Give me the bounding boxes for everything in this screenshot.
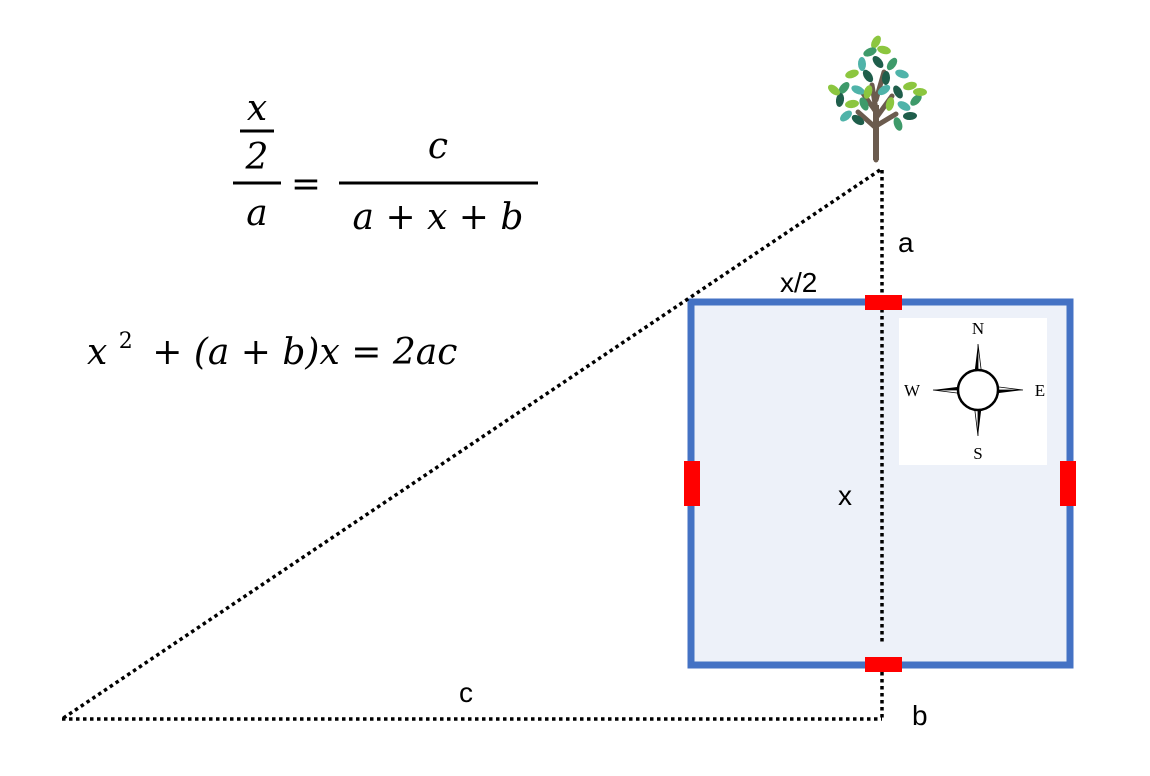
eq1-equals: = <box>291 164 321 205</box>
tree-leaf <box>845 99 859 109</box>
tree-leaf <box>872 56 884 68</box>
eq2-exp: 2 <box>119 329 133 354</box>
compass-rose-icon: N S W E <box>899 318 1047 465</box>
eq2-x: x <box>87 332 107 373</box>
tree-leaf <box>910 94 922 106</box>
svg-text:x 2 + (a + b)x = 2: x 2 + (a + b)x = 2ac <box>87 316 457 373</box>
label-a: a <box>898 227 914 258</box>
tree-leaf <box>893 85 903 99</box>
tree-leaf <box>877 84 891 96</box>
tree-leaf <box>845 69 859 79</box>
tree-leaf <box>897 101 911 111</box>
tree-leaf <box>913 87 927 97</box>
tree-leaf <box>871 35 881 49</box>
tree-leaf <box>851 114 865 126</box>
gates <box>684 295 1076 672</box>
tree-leaf <box>835 93 845 107</box>
eq1-lhs-num-num: x <box>247 88 267 129</box>
tree-icon <box>828 35 927 163</box>
label-c: c <box>459 677 473 708</box>
compass-label-n: N <box>972 319 984 338</box>
eq1-lhs-den: a <box>246 193 267 234</box>
compass-label-e: E <box>1035 381 1045 400</box>
compass-label-w: W <box>904 381 921 400</box>
gate-south <box>865 657 902 672</box>
tree-leaf <box>863 47 877 57</box>
line-tree-to-corner <box>61 168 881 721</box>
eq1-rhs-num: c <box>428 126 448 167</box>
tree-leaf <box>903 111 917 121</box>
label-x-half: x/2 <box>780 267 817 298</box>
tree-leaf <box>886 57 898 71</box>
equation-proportion: x 2 a = c a + x + b <box>233 88 538 238</box>
label-x: x <box>838 480 852 511</box>
tree-leaf <box>893 117 903 131</box>
gate-west <box>684 461 700 506</box>
label-b: b <box>912 700 928 731</box>
eq2-rest: + (a + b)x = 2ac <box>152 332 457 373</box>
eq1-rhs-den: a + x + b <box>353 197 524 238</box>
tree-leaf <box>881 71 891 85</box>
tree-leaf <box>903 81 917 91</box>
tree-leaf <box>851 85 865 95</box>
gate-north <box>865 295 902 310</box>
tree-leaf <box>840 110 852 122</box>
tree-leaf <box>857 57 867 71</box>
tree-leaf <box>828 84 840 96</box>
tree-leaf <box>877 45 891 55</box>
tree-leaf <box>838 82 850 94</box>
tree-leaf <box>895 69 909 79</box>
tree-leaf <box>859 97 869 111</box>
equation-quadratic: x 2 + (a + b)x = 2ac <box>87 316 457 373</box>
compass-label-s: S <box>973 444 982 463</box>
tree-leaf <box>862 69 874 83</box>
dotted-lines <box>61 168 884 721</box>
gate-east <box>1060 461 1076 506</box>
tree-leaf <box>885 97 895 111</box>
eq1-lhs-num-den: 2 <box>245 137 269 178</box>
tree-leaf <box>863 85 873 99</box>
